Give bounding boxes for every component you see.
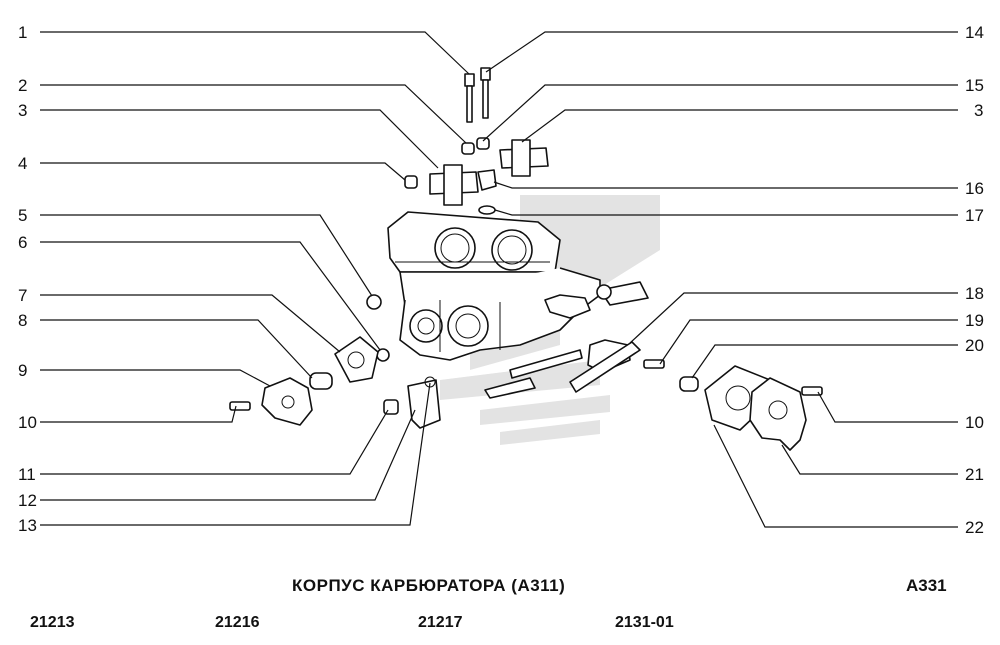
callout-1: 1 [18, 23, 27, 42]
left-parts [229, 294, 441, 429]
right-parts [569, 339, 823, 451]
callout-2: 2 [18, 76, 27, 95]
callout-19: 19 [965, 311, 984, 330]
model-number: 21216 [215, 614, 260, 631]
callout-10-left: 10 [18, 413, 37, 432]
callout-21: 21 [965, 465, 984, 484]
callout-3-right: 3 [974, 101, 983, 120]
callout-20: 20 [965, 336, 984, 355]
callout-18: 18 [965, 284, 984, 303]
callout-5: 5 [18, 206, 27, 225]
leader-lines [40, 31, 958, 528]
carburetor-body [387, 211, 649, 399]
diagram-code: A331 [906, 576, 947, 595]
callout-11: 11 [18, 465, 36, 484]
callout-7: 7 [18, 286, 27, 305]
model-number: 2131-01 [615, 614, 674, 631]
callout-15: 15 [965, 76, 984, 95]
callout-4: 4 [18, 154, 27, 173]
left-callout-numbers: 1 2 3 4 5 6 7 8 9 10 11 12 13 [18, 23, 37, 535]
callout-17: 17 [965, 206, 984, 225]
diagram-title: КОРПУС КАРБЮРАТОРА (A311) [292, 576, 566, 595]
callout-12: 12 [18, 491, 37, 510]
callout-22: 22 [965, 518, 984, 537]
callout-10-right: 10 [965, 413, 984, 432]
right-callout-numbers: 14 15 3 16 17 18 19 20 10 21 22 [965, 23, 984, 537]
callout-3: 3 [18, 101, 27, 120]
model-number: 21213 [30, 614, 75, 631]
callout-9: 9 [18, 361, 27, 380]
top-parts [404, 67, 549, 215]
callout-6: 6 [18, 233, 27, 252]
callout-14: 14 [965, 23, 984, 42]
model-number: 21217 [418, 614, 463, 631]
callout-16: 16 [965, 179, 984, 198]
callout-8: 8 [18, 311, 27, 330]
callout-13: 13 [18, 516, 37, 535]
